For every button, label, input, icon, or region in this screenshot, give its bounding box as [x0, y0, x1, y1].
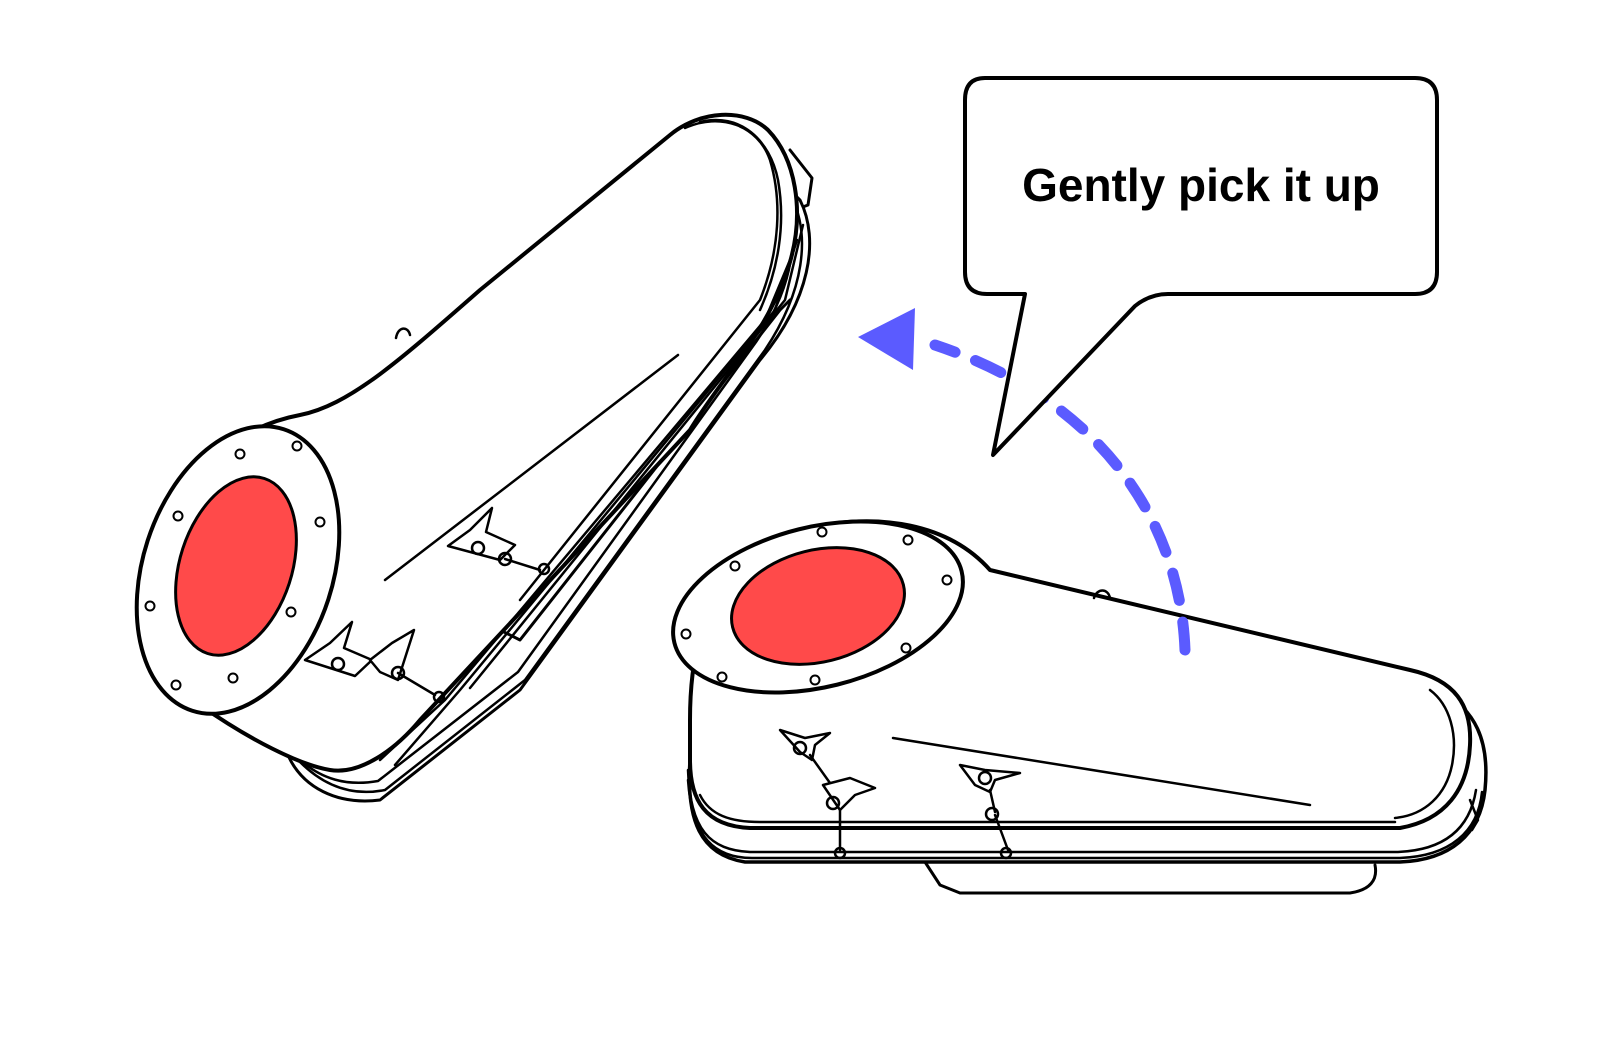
- latch-clip-icon: [958, 763, 1022, 860]
- curved-dashed-arrow-icon: [858, 308, 1191, 656]
- port-opening-right: [730, 546, 906, 666]
- latch-clip-icon: [446, 506, 551, 576]
- port-opening-left: [174, 475, 298, 657]
- speech-bubble: Gently pick it up: [963, 76, 1439, 457]
- housing-cover-tilted-icon: [134, 112, 814, 803]
- latch-clip-icon: [778, 728, 877, 860]
- housing-cover-flat-icon: [671, 519, 1488, 895]
- latch-clip-icon: [303, 620, 446, 704]
- callout-text: Gently pick it up: [1022, 159, 1380, 211]
